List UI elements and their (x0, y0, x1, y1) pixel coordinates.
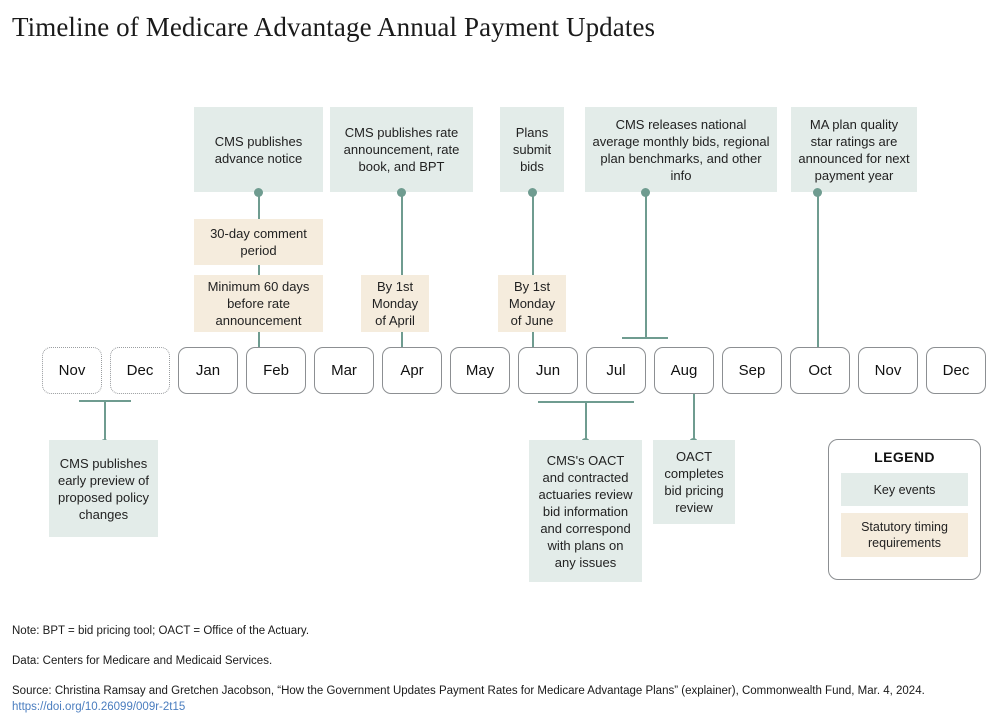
event-box-advance-notice: CMS publishes advance notice (194, 107, 323, 192)
connector-feb-seg2 (258, 265, 260, 275)
legend-swatch-statutory: Statutory timing requirements (841, 513, 968, 557)
event-box-cms-releases-national: CMS releases national average monthly bi… (585, 107, 777, 192)
month-chip-aug-9[interactable]: Aug (654, 347, 714, 394)
month-chip-may-6[interactable]: May (450, 347, 510, 394)
statutory-box-first-monday-june: By 1st Monday of June (498, 275, 566, 332)
statutory-box-first-monday-april: By 1st Monday of April (361, 275, 429, 332)
event-box-star-ratings: MA plan quality star ratings are announc… (791, 107, 917, 192)
footer-doi-link[interactable]: https://doi.org/10.26099/009r-2t15 (12, 701, 186, 713)
month-chip-jul-8[interactable]: Jul (586, 347, 646, 394)
event-box-oact-review-label: CMS's OACT and contracted actuaries revi… (538, 452, 633, 570)
event-box-oact-completes-label: OACT completes bid pricing review (664, 449, 724, 515)
connector-oct-drop (817, 192, 819, 347)
event-box-star-ratings-label: MA plan quality star ratings are announc… (798, 116, 910, 183)
connector-nov-dec-drop (104, 400, 106, 444)
month-chip-jun-7[interactable]: Jun (518, 347, 578, 394)
month-chip-sep-10[interactable]: Sep (722, 347, 782, 394)
event-box-plans-submit-bids: Plans submit bids (500, 107, 564, 192)
footer-data: Data: Centers for Medicare and Medicaid … (12, 655, 273, 667)
month-chip-label: May (465, 362, 495, 379)
month-chip-apr-5[interactable]: Apr (382, 347, 442, 394)
month-chip-label: Sep (738, 362, 766, 379)
statutory-box-minimum-60-days-label: Minimum 60 days before rate announcement (207, 279, 310, 328)
month-chip-dec-13[interactable]: Dec (926, 347, 986, 394)
footer-source: Source: Christina Ramsay and Gretchen Ja… (12, 685, 925, 697)
month-chip-nov-0[interactable]: Nov (42, 347, 102, 394)
footer-note: Note: BPT = bid pricing tool; OACT = Off… (12, 625, 310, 637)
connector-jul-aug-tick (622, 337, 668, 339)
month-chip-label: Dec (942, 362, 970, 379)
legend-swatch-key-events-label: Key events (873, 482, 936, 497)
month-chip-label: Apr (400, 362, 424, 379)
month-chip-feb-3[interactable]: Feb (246, 347, 306, 394)
connector-aug-drop (693, 394, 695, 443)
connector-jun-seg1 (532, 192, 534, 275)
event-box-early-preview-label: CMS publishes early preview of proposed … (57, 455, 150, 522)
month-chip-label: Feb (263, 362, 289, 379)
event-box-rate-announcement-label: CMS publishes rate announcement, rate bo… (343, 125, 460, 174)
month-chip-label: Jul (606, 362, 626, 379)
month-chip-dec-1[interactable]: Dec (110, 347, 170, 394)
event-box-advance-notice-label: CMS publishes advance notice (214, 133, 303, 166)
month-chip-nov-12[interactable]: Nov (858, 347, 918, 394)
month-chip-jan-2[interactable]: Jan (178, 347, 238, 394)
event-box-early-preview: CMS publishes early preview of proposed … (49, 440, 158, 537)
month-chip-label: Oct (808, 362, 832, 379)
legend-swatch-key-events: Key events (841, 473, 968, 506)
connector-apr-seg2 (401, 332, 403, 347)
month-chip-label: Jan (195, 362, 221, 379)
month-chip-label: Dec (126, 362, 154, 379)
page-title: Timeline of Medicare Advantage Annual Pa… (12, 12, 656, 42)
month-chip-oct-11[interactable]: Oct (790, 347, 850, 394)
event-box-oact-review: CMS's OACT and contracted actuaries revi… (529, 440, 642, 582)
month-chip-label: Nov (874, 362, 902, 379)
statutory-box-minimum-60-days: Minimum 60 days before rate announcement (194, 275, 323, 332)
connector-feb-seg1 (258, 192, 260, 219)
statutory-box-30-day-comment-label: 30-day comment period (210, 226, 307, 258)
legend: LEGEND Key events Statutory timing requi… (828, 439, 981, 580)
connector-feb-seg3 (258, 332, 260, 347)
statutory-box-first-monday-june-label: By 1st Monday of June (508, 279, 556, 328)
event-box-oact-completes: OACT completes bid pricing review (653, 440, 735, 524)
connector-jul-aug-drop (645, 192, 647, 337)
event-box-rate-announcement: CMS publishes rate announcement, rate bo… (330, 107, 473, 192)
month-chip-label: Jun (535, 362, 561, 379)
statutory-box-first-monday-april-label: By 1st Monday of April (371, 279, 419, 328)
statutory-box-30-day-comment: 30-day comment period (194, 219, 323, 265)
month-chip-label: Aug (670, 362, 698, 379)
connector-apr-seg1 (401, 192, 403, 275)
connector-jun-seg2 (532, 332, 534, 347)
month-chip-label: Mar (331, 362, 357, 379)
connector-jun-jul-drop (585, 401, 587, 443)
legend-title: LEGEND (874, 449, 935, 465)
event-box-plans-submit-bids-label: Plans submit bids (512, 125, 552, 174)
month-chip-label: Nov (58, 362, 86, 379)
legend-swatch-statutory-label: Statutory timing requirements (861, 520, 948, 550)
event-box-cms-releases-national-label: CMS releases national average monthly bi… (592, 116, 770, 183)
month-chip-mar-4[interactable]: Mar (314, 347, 374, 394)
